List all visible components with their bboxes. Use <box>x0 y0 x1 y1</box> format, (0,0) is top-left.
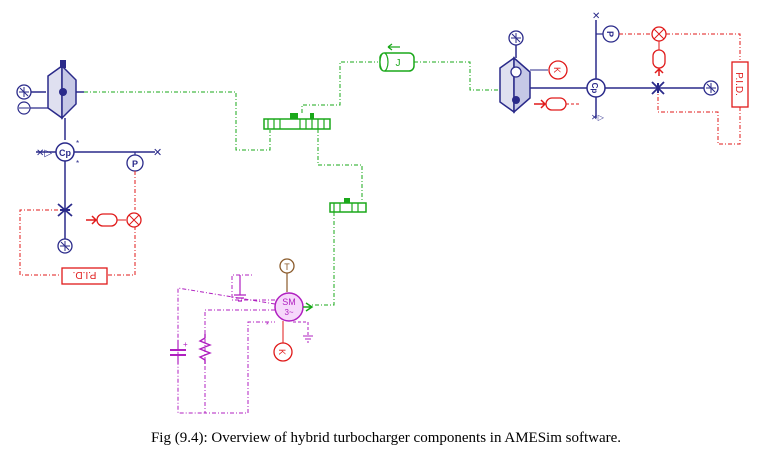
synchronous-motor: SM 3~ <box>274 292 314 322</box>
svg-text:✕: ✕ <box>592 11 600 22</box>
motor-label-line1: SM <box>282 297 296 307</box>
t-sensor-label: T <box>284 262 290 272</box>
resistor-icon <box>198 334 212 364</box>
right-top-source-icon <box>508 30 524 58</box>
lower-shaft-element <box>329 198 367 213</box>
left-cp-label: Cp <box>59 148 71 158</box>
figure-caption: Fig (9.4): Overview of hybrid turbocharg… <box>150 430 622 446</box>
right-pressure-sensor: P <box>596 25 652 43</box>
motor-k-label: K <box>277 349 287 355</box>
right-end-source-icon <box>703 80 719 96</box>
right-gain-block <box>534 97 580 111</box>
right-cp-label: Cp <box>590 83 599 94</box>
svg-text:*: * <box>76 139 79 148</box>
right-k-label: K <box>552 67 562 73</box>
upper-shaft-element <box>263 113 331 130</box>
svg-text:*: * <box>266 322 269 329</box>
left-mechanical-link <box>84 91 271 151</box>
electrical-branch: T SM 3~ K + <box>170 258 314 414</box>
left-inlet-source-icon <box>16 84 46 100</box>
right-summer <box>651 26 741 76</box>
center-mechanical: J <box>263 43 498 306</box>
capacitor-icon: + <box>170 340 188 364</box>
right-pid-block: P.I.D. <box>657 61 749 145</box>
left-turbo-branch: ✕▷ Cp * * ✕ P <box>16 60 271 285</box>
motor-label-line2: 3~ <box>284 308 293 317</box>
inertia-label: J <box>396 58 401 69</box>
left-throttle-valve-icon <box>57 203 73 217</box>
left-control-loop: P.I.D. <box>19 209 142 285</box>
svg-text:✕▷: ✕▷ <box>36 148 52 159</box>
amesim-diagram: ✕▷ Cp * * ✕ P <box>16 11 749 414</box>
svg-text:+: + <box>183 340 188 349</box>
left-pressure-sensor: P <box>126 152 144 210</box>
inertia-block: J <box>301 43 498 113</box>
right-pid-label: P.I.D. <box>733 72 744 96</box>
right-cp-junction: ✕ Cp ✕▷ <box>586 11 705 122</box>
left-p-label: P <box>132 159 138 169</box>
left-outlet-source-icon <box>17 101 48 115</box>
right-k-block: K <box>530 60 568 80</box>
right-turbine-icon <box>499 56 590 114</box>
svg-text:✕▷: ✕▷ <box>591 113 605 122</box>
right-p-label: P <box>605 31 615 37</box>
right-throttle-valve-icon <box>651 81 665 95</box>
left-bottom-source-icon <box>57 238 73 254</box>
right-turbo-branch: K ✕ Cp ✕▷ P <box>499 11 749 145</box>
motor-k-block: K <box>273 321 293 362</box>
left-cp-junction: ✕▷ Cp * * ✕ <box>36 139 162 168</box>
left-compressor-icon <box>47 60 77 120</box>
left-pid-label: P.I.D. <box>73 269 97 280</box>
temperature-sensor: T <box>279 258 295 292</box>
svg-text:*: * <box>76 159 79 168</box>
svg-text:✕: ✕ <box>153 147 162 159</box>
